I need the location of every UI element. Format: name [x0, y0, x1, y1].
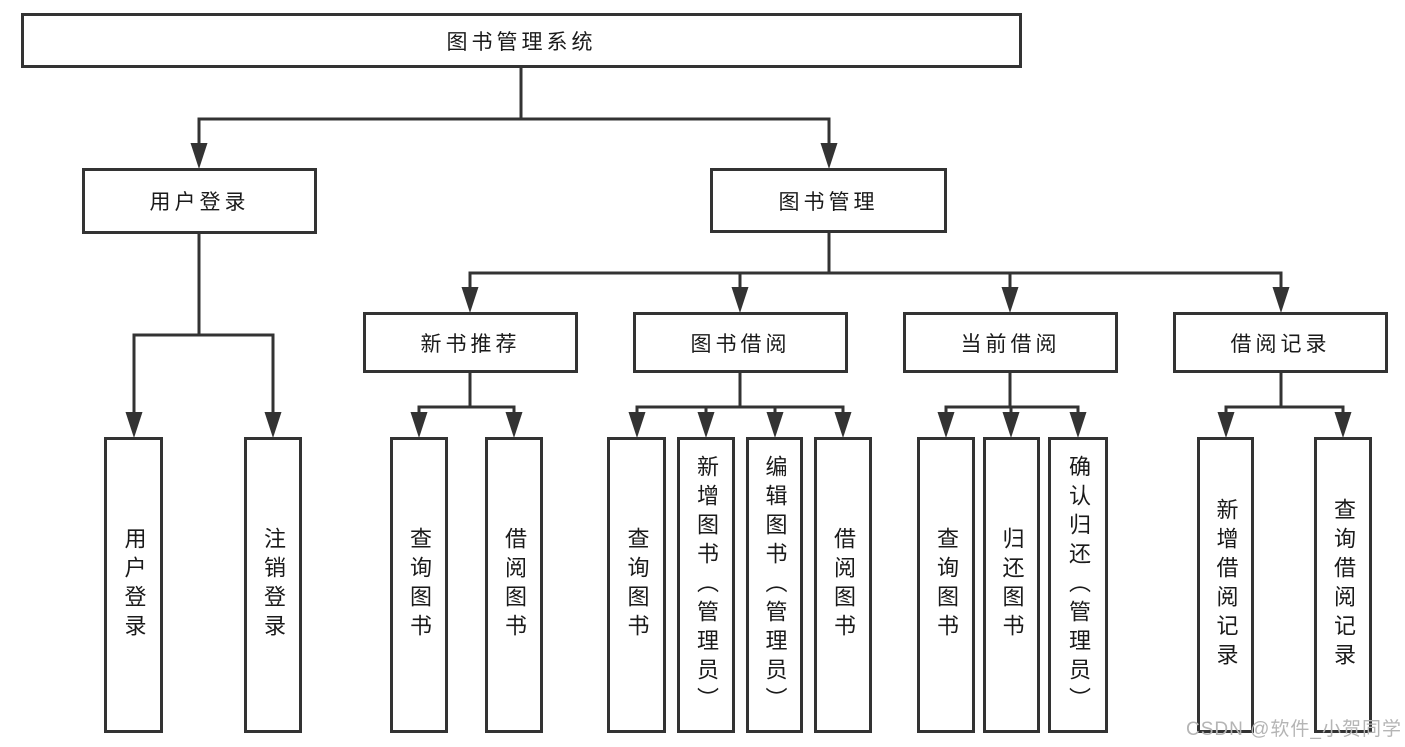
connector-book-borrow-to-leaves	[635, 371, 845, 422]
arrowhead	[1001, 287, 1019, 313]
leaf-add-book-admin: 新增图书（管理员）	[677, 437, 735, 733]
leaf-logout: 注销登录	[244, 437, 302, 733]
arrowhead	[697, 412, 715, 438]
connector-book-management-to-level3	[468, 231, 1283, 297]
node-borrow-records: 借阅记录	[1173, 312, 1388, 373]
leaf-edit-book-admin: 编辑图书（管理员）	[746, 437, 803, 733]
arrowhead	[1334, 412, 1352, 438]
node-current-borrow: 当前借阅	[903, 312, 1118, 373]
arrowhead	[125, 412, 143, 438]
arrowhead	[505, 412, 523, 438]
node-book-management: 图书管理	[710, 168, 947, 233]
node-user-login: 用户登录	[82, 168, 317, 234]
node-new-book-recommend: 新书推荐	[363, 312, 578, 373]
arrowhead	[190, 143, 208, 169]
csdn-watermark: CSDN @软件_小贺同学	[1186, 719, 1402, 740]
leaf-return-book: 归还图书	[983, 437, 1040, 733]
arrowhead	[264, 412, 282, 438]
leaf-query-books-borrow: 查询图书	[607, 437, 666, 733]
leaf-add-borrow-record: 新增借阅记录	[1197, 437, 1254, 733]
leaf-confirm-return-admin: 确认归还（管理员）	[1048, 437, 1108, 733]
connector-new-book-recommend-to-leaves	[417, 371, 516, 422]
leaf-borrow-books: 借阅图书	[814, 437, 872, 733]
node-book-borrow: 图书借阅	[633, 312, 848, 373]
arrowhead	[1069, 412, 1087, 438]
connector-current-borrow-to-leaves	[944, 371, 1080, 422]
arrowhead	[410, 412, 428, 438]
leaf-user-login: 用户登录	[104, 437, 163, 733]
leaf-query-books-current: 查询图书	[917, 437, 975, 733]
leaf-query-books-recommend: 查询图书	[390, 437, 448, 733]
arrowhead	[937, 412, 955, 438]
arrowhead	[731, 287, 749, 313]
arrowhead	[461, 287, 479, 313]
arrowhead	[1272, 287, 1290, 313]
connector-root-to-level2	[197, 66, 831, 152]
leaf-query-borrow-record: 查询借阅记录	[1314, 437, 1372, 733]
arrowhead	[1217, 412, 1235, 438]
leaf-borrow-books-recommend: 借阅图书	[485, 437, 543, 733]
arrowhead	[1002, 412, 1020, 438]
arrowhead	[834, 412, 852, 438]
arrowhead	[820, 143, 838, 169]
connector-borrow-records-to-leaves	[1224, 371, 1345, 422]
arrowhead	[628, 412, 646, 438]
node-library-management-system: 图书管理系统	[21, 13, 1022, 68]
arrowhead	[766, 412, 784, 438]
connector-user-login-to-leaves	[132, 232, 275, 422]
